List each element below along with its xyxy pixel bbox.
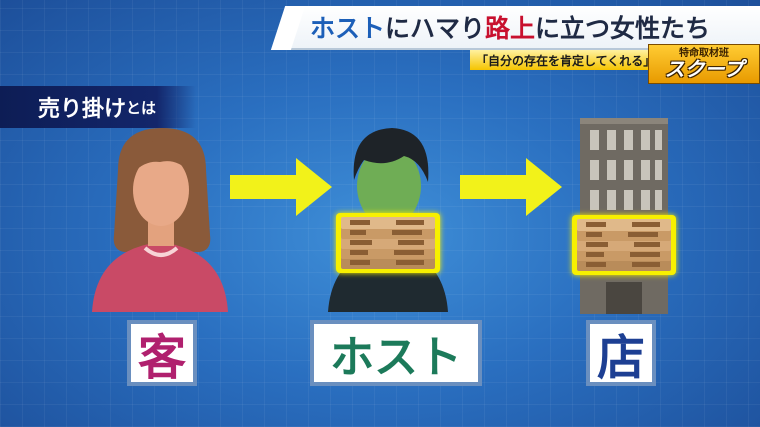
cash-stack-icon — [572, 215, 676, 275]
host-label: ホスト — [310, 320, 482, 386]
topic-suffix: とは — [126, 98, 157, 117]
scoop-title: スクープ — [664, 57, 744, 81]
headline-part-hamari: にハマり — [385, 14, 486, 43]
scoop-logo: 特命取材班 スクープ — [648, 44, 760, 84]
store-label: 店 — [586, 320, 656, 386]
topic-label: 売り掛けとは — [0, 86, 196, 128]
customer-figure — [92, 128, 228, 312]
topic-main: 売り掛け — [38, 97, 127, 122]
headline-banner: ホスト にハマり 路上 に立つ女性たち — [288, 6, 760, 50]
headline-part-rojou: 路上 — [485, 14, 536, 43]
cash-stack-icon — [336, 213, 440, 273]
scoop-team-label: 特命取材班 — [679, 48, 729, 59]
customer-label: 客 — [127, 320, 197, 386]
headline-part-host: ホスト — [310, 14, 386, 43]
arrow-right-icon — [460, 158, 562, 216]
arrow-right-icon — [230, 158, 332, 216]
headline-part-women: に立つ女性たち — [535, 14, 711, 43]
